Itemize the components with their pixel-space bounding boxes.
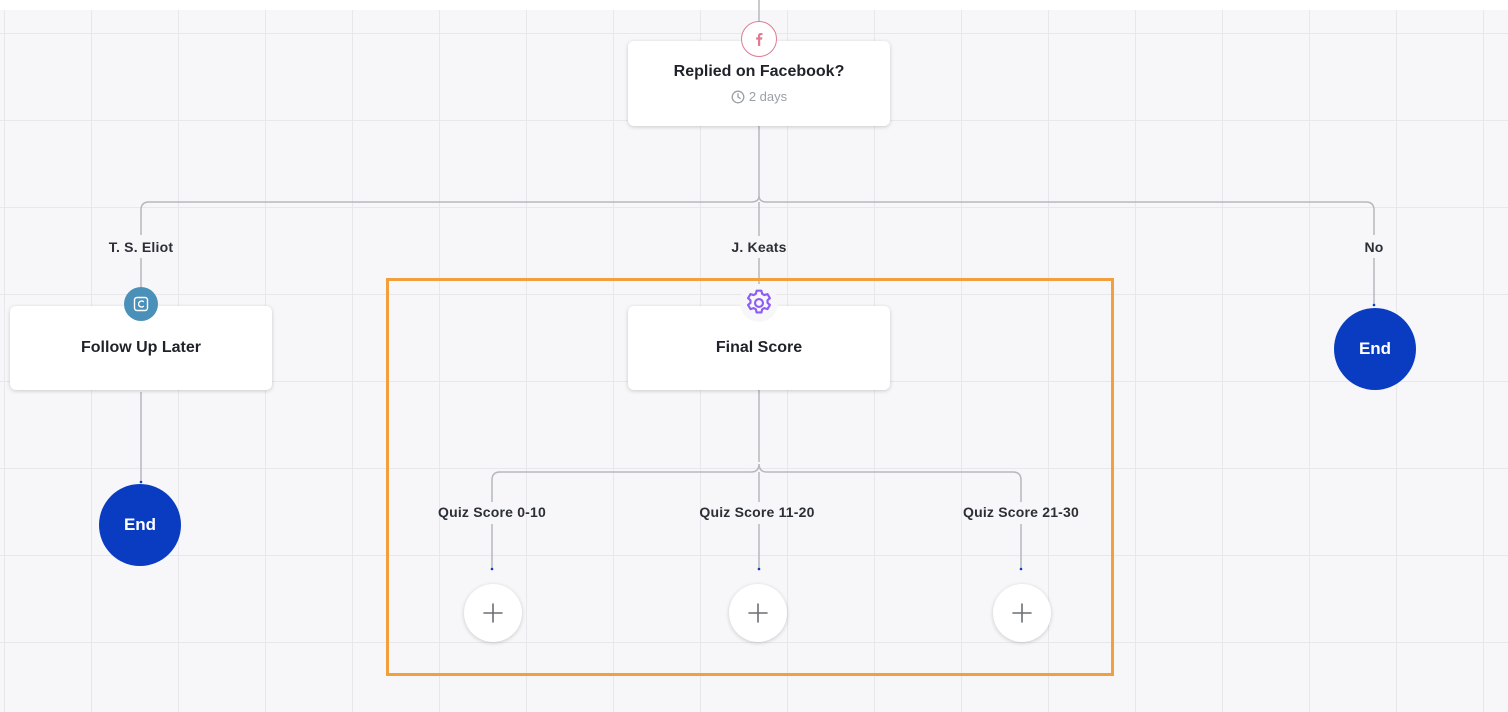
branch-label-right: No — [1364, 239, 1384, 255]
plus-icon — [748, 603, 768, 623]
root-node-delay: 2 days — [731, 89, 787, 104]
final-score-title: Final Score — [715, 339, 803, 356]
final-score-card[interactable]: Final Score — [628, 306, 890, 390]
facebook-icon — [741, 21, 777, 57]
clock-icon — [731, 90, 745, 103]
add-step-button-1[interactable] — [464, 584, 522, 642]
gear-icon — [740, 284, 778, 322]
follow-up-later-title: Follow Up Later — [81, 339, 201, 356]
condition-c-icon — [124, 287, 158, 321]
canvas-top-bar — [0, 0, 1508, 10]
root-node-delay-text: 2 days — [748, 89, 788, 104]
selected-group-highlight — [386, 278, 1114, 676]
root-node-title: Replied on Facebook? — [673, 63, 845, 80]
add-step-button-3[interactable] — [993, 584, 1051, 642]
end-node-right[interactable]: End — [1334, 308, 1416, 390]
sub-branch-label-2: Quiz Score 11-20 — [699, 504, 815, 520]
add-step-button-2[interactable] — [729, 584, 787, 642]
plus-icon — [483, 603, 503, 623]
branch-label-middle: J. Keats — [731, 239, 787, 255]
plus-icon — [1012, 603, 1032, 623]
end-node-left[interactable]: End — [99, 484, 181, 566]
branch-label-left: T. S. Eliot — [108, 239, 174, 255]
sub-branch-label-3: Quiz Score 21-30 — [962, 504, 1080, 520]
sub-branch-label-1: Quiz Score 0-10 — [437, 504, 547, 520]
